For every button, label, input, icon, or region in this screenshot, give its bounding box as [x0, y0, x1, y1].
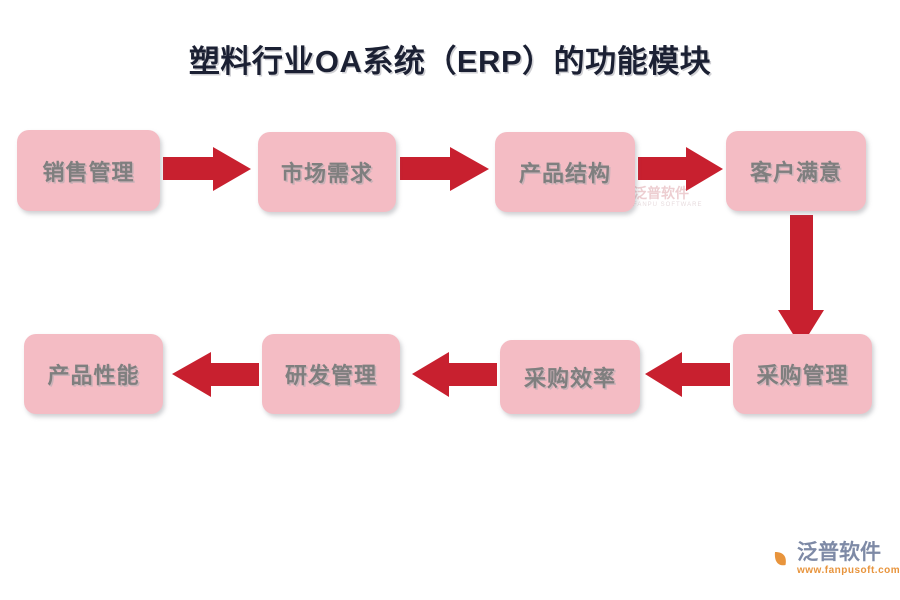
flow-node-label: 产品结构	[518, 161, 611, 186]
arrow-down-4	[778, 215, 824, 347]
brand-logo-text: 泛普软件 www.fanpusoft.com	[797, 542, 900, 576]
brand-url: www.fanpusoft.com	[797, 565, 900, 576]
flow-node-rd-management[interactable]: 研发管理	[262, 334, 400, 414]
arrow-left-7	[172, 352, 259, 397]
flow-node-label: 采购管理	[756, 363, 849, 388]
arrow-right-2	[400, 147, 489, 191]
flow-node-label: 销售管理	[42, 159, 135, 185]
watermark-brand-cn: 泛普软件	[633, 185, 689, 201]
watermark-text: 泛普软件 FANPU SOFTWARE	[633, 186, 702, 208]
flow-node-product-performance[interactable]: 产品性能	[24, 334, 163, 414]
flow-node-label: 市场需求	[280, 161, 373, 186]
flow-node-market-demand[interactable]: 市场需求	[258, 132, 396, 212]
flow-node-label: 采购效率	[523, 366, 616, 391]
flow-node-label: 研发管理	[284, 363, 377, 388]
brand-logo-icon	[762, 543, 792, 575]
flow-node-sales-management[interactable]: 销售管理	[17, 130, 160, 211]
flow-node-customer-satisfaction[interactable]: 客户满意	[726, 131, 866, 211]
arrow-left-5	[645, 352, 730, 397]
flow-node-label: 客户满意	[749, 160, 842, 185]
brand-logo: 泛普软件 www.fanpusoft.com	[762, 534, 900, 584]
brand-name-cn: 泛普软件	[797, 541, 881, 564]
flow-node-procurement-efficiency[interactable]: 采购效率	[500, 340, 640, 414]
arrow-right-1	[163, 147, 251, 191]
flow-node-procurement-management[interactable]: 采购管理	[733, 334, 872, 414]
arrow-left-6	[412, 352, 497, 397]
flow-node-label: 产品性能	[47, 363, 140, 388]
page-title: 塑料行业OA系统（ERP）的功能模块	[188, 44, 712, 79]
watermark-brand-en: FANPU SOFTWARE	[633, 202, 703, 208]
flow-node-product-structure[interactable]: 产品结构	[495, 132, 635, 212]
